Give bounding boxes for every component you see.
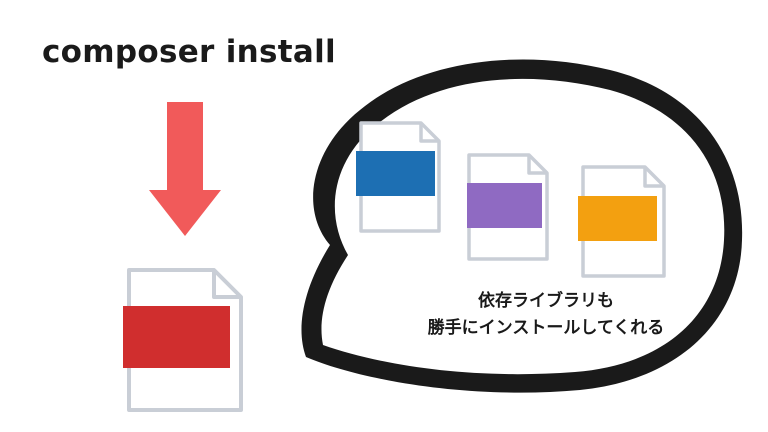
library-file-purple-icon	[467, 153, 549, 261]
down-arrow-icon	[149, 102, 221, 236]
library-file-blue-icon	[356, 121, 441, 233]
main-file-label-block	[123, 306, 230, 368]
bubble-caption-line-1: 依存ライブラリも	[478, 291, 614, 311]
bubble-caption-line-2: 勝手にインストールしてくれる	[427, 318, 665, 338]
main-file-icon	[123, 268, 243, 412]
library-file-orange-icon	[578, 165, 666, 278]
bubble-caption: 依存ライブラリも 勝手にインストールしてくれる	[396, 288, 696, 342]
command-title: composer install	[42, 34, 336, 70]
